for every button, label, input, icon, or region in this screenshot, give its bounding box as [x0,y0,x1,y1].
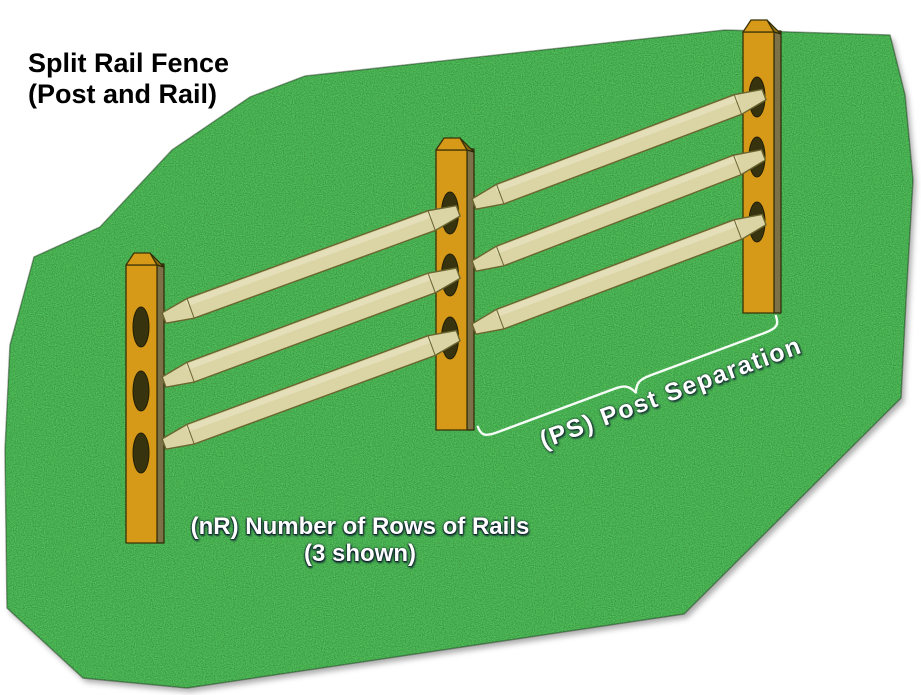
rows-label-line1: (nR) Number of Rows of Rails [190,513,530,540]
post-side-face [466,148,475,431]
post-side-face [773,30,782,314]
post-cap [742,19,775,33]
post-hole [132,432,150,474]
grass-edge [4,29,914,689]
post-cap [125,252,158,266]
fence-post-middle [435,137,475,431]
post-side-face [156,263,165,544]
post-cap [435,137,468,151]
fence-post-left [125,252,165,544]
title-line1: Split Rail Fence [28,48,230,78]
post-hole [132,370,150,412]
post-separation-brace [476,314,779,437]
rows-label-line2: (3 shown) [304,539,416,567]
diagram-title: Split Rail Fence (Post and Rail) [28,48,229,111]
post-hole [132,306,150,348]
title-line2: (Post and Rail) [28,79,218,110]
rows-of-rails-label: (nR) Number of Rows of Rails (3 shown) [168,513,552,568]
